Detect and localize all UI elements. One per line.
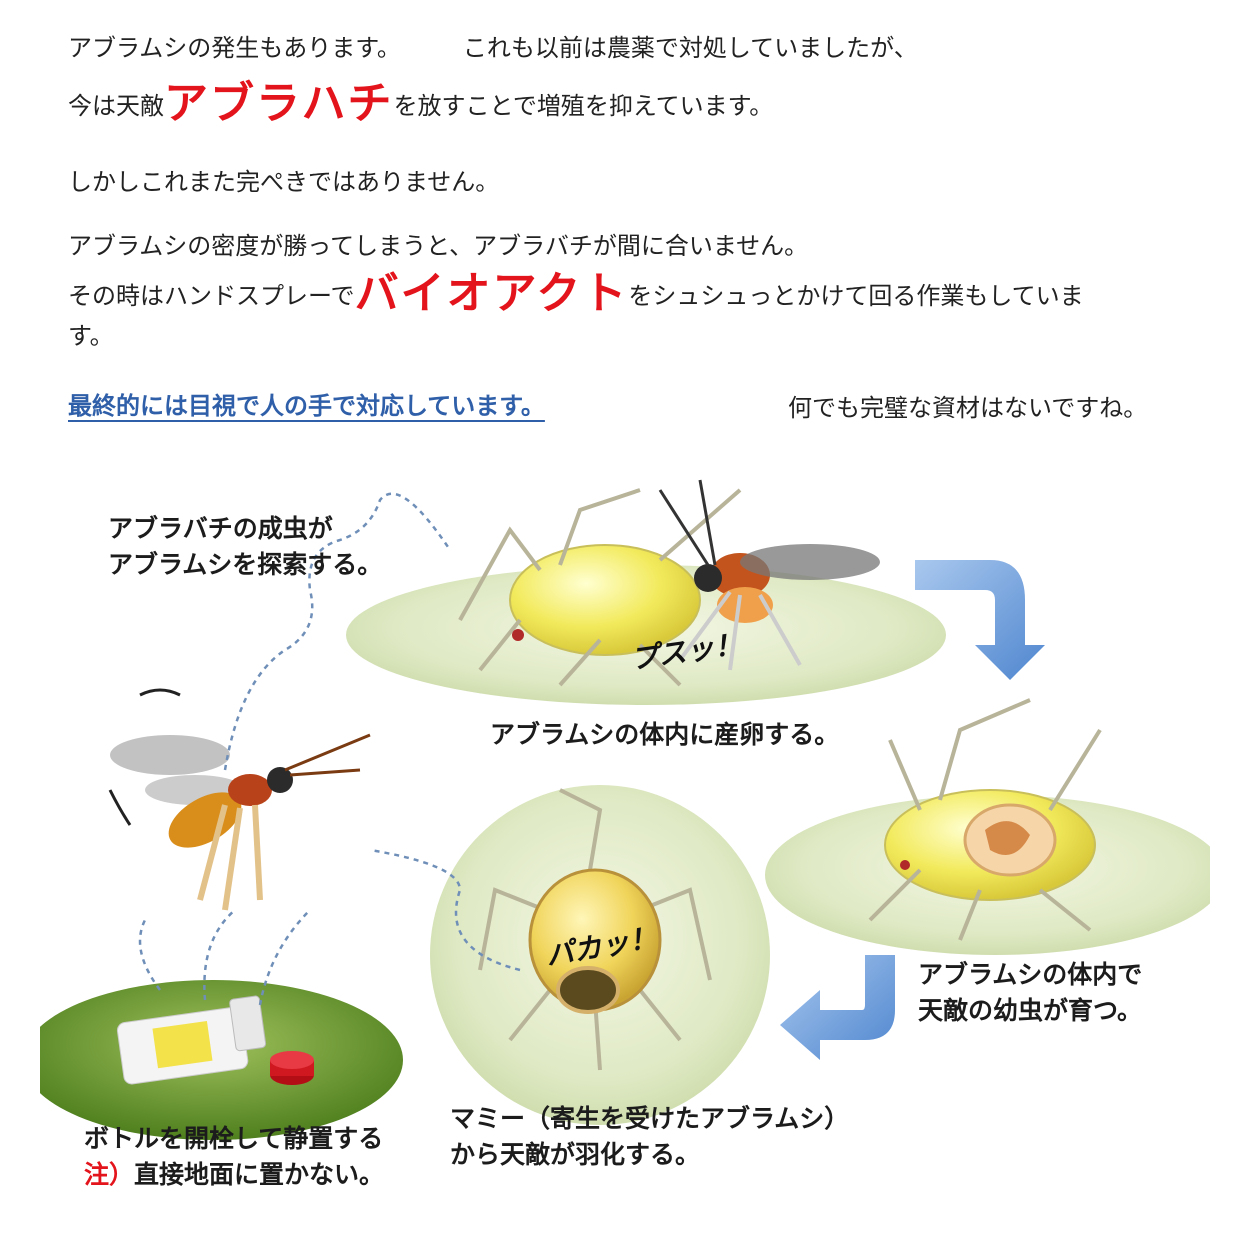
paragraph-line-5-wrap: す。 — [68, 322, 114, 350]
caption-mummy-line2: から天敵が羽化する。 — [450, 1140, 701, 1169]
paragraph-line-2: 今は天敵アブラハチを放すことで増殖を抑えています。 — [68, 82, 774, 126]
caption-grow-line1: アブラムシの体内で — [918, 960, 1143, 989]
highlight-aphid-wasp: アブラハチ — [164, 78, 394, 129]
paragraph-line-4: アブラムシの密度が勝ってしまうと、アブラバチが間に合いません。 — [68, 232, 809, 260]
caption-grow-line2: 天敵の幼虫が育つ。 — [918, 996, 1143, 1025]
note-text: 直接地面に置かない。 — [134, 1160, 385, 1189]
caption-search-line2: アブラムシを探索する。 — [108, 550, 383, 579]
paragraph-line-3: しかしこれまた完ぺきではありません。 — [68, 168, 500, 196]
wasp-laying-icon — [658, 479, 880, 671]
caption-mummy-line1: マミー（寄生を受けたアブラムシ） — [450, 1104, 850, 1133]
bottle-icon — [116, 995, 314, 1085]
caption-search-line1: アブラバチの成虫が — [108, 514, 333, 543]
paragraph-line-6-tail: 何でも完璧な資材はないですね。 — [788, 394, 1148, 422]
text-now-natural-enemy: 今は天敵 — [68, 92, 164, 120]
flight-paths — [138, 492, 521, 1006]
emphasis-final-manual-check[interactable]: 最終的には目視で人の手で対応しています。 — [68, 392, 545, 420]
text-hand-spray: その時はハンドスプレーで — [68, 282, 355, 310]
flying-wasp-icon — [108, 688, 371, 911]
paragraph-line-1: アブラムシの発生もあります。 これも以前は農薬で対処していましたが、 — [68, 30, 918, 66]
paragraph-line-5: その時はハンドスプレーでバイオアクトをシュシュっとかけて回る作業もしていま — [68, 272, 1084, 316]
aphid-wasp-lifecycle-figure: アブラバチの成虫が アブラムシを探索する。 プスッ！ アブラムシの体内に産卵する… — [23, 470, 1225, 1230]
aphid-larva-icon — [868, 698, 1102, 941]
arrow-right-down — [915, 560, 1045, 680]
lifecycle-illustration — [23, 479, 1225, 1140]
paragraph-line-6: 最終的には目視で人の手で対応しています。 — [68, 388, 545, 424]
arrow-left-up — [780, 955, 895, 1060]
note-label: 注） — [84, 1160, 135, 1189]
aphid-mummy-icon — [478, 788, 712, 1071]
text-spray-around: をシュシュっとかけて回る作業もしていま — [628, 282, 1084, 310]
text-release-suppress: を放すことで増殖を抑えています。 — [393, 92, 774, 120]
text-aphid-occurrence: アブラムシの発生もあります。 — [68, 34, 401, 62]
aphid-top-icon — [458, 488, 742, 687]
caption-bottle-line2: 注）直接地面に置かない。 — [84, 1158, 384, 1192]
caption-lay-eggs: アブラムシの体内に産卵する。 — [490, 720, 840, 749]
highlight-bioact: バイオアクト — [354, 268, 629, 319]
text-previous-pesticide: これも以前は農薬で対処していましたが、 — [462, 34, 918, 62]
caption-bottle-line1: ボトルを開栓して静置する — [84, 1124, 384, 1153]
